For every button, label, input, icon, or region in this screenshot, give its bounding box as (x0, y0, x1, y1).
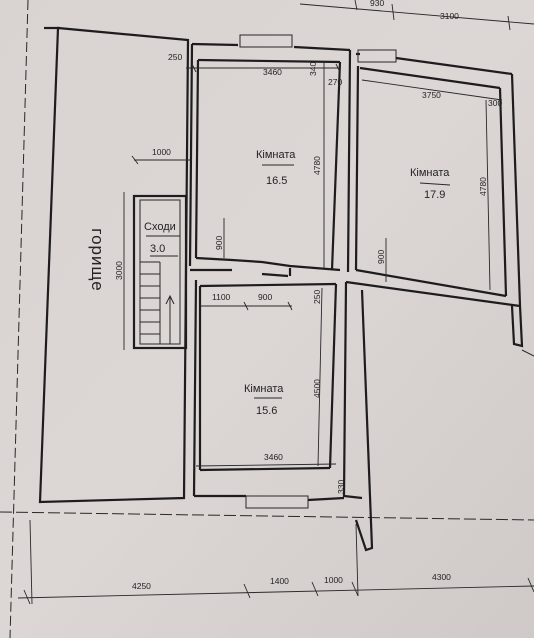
top-dimension-line: 930 3100 (299, 0, 534, 31)
right-area-edge (521, 349, 534, 357)
stair-steps (140, 261, 161, 344)
dim-1100: 1100 (212, 292, 231, 302)
dim-bottom-4300: 4300 (432, 572, 451, 582)
dim-4500: 4500 (312, 379, 322, 398)
axis-line-left (9, 0, 29, 638)
stairs-area: 3.0 (150, 243, 165, 255)
dim-4780-left: 4780 (312, 156, 322, 175)
dim-300: 300 (488, 98, 502, 108)
dim-900-mid: 900 (258, 292, 272, 302)
dim-270: 270 (328, 77, 342, 87)
window-top-left (239, 34, 293, 48)
room-top-left-area: 16.5 (266, 175, 287, 187)
dim-bottom-4250: 4250 (132, 581, 151, 591)
stairs-block (132, 194, 188, 350)
room-top-right-area: 17.9 (424, 189, 445, 201)
room-top-right-label: Кімната 17.9 (410, 167, 450, 201)
dim-3460-top: 3460 (263, 67, 282, 77)
dim-bottom-1000: 1000 (324, 575, 343, 585)
room-bottom-name: Кімната (244, 383, 284, 395)
dim-340: 340 (308, 62, 318, 76)
dim-250: 250 (168, 52, 182, 62)
stairs-name: Сходи (144, 221, 176, 233)
middle-walls (190, 256, 341, 278)
room-top-right-walls (345, 49, 522, 308)
window-top-right (357, 49, 397, 63)
room-top-left-walls (188, 34, 352, 273)
room-bottom-area: 15.6 (256, 405, 277, 417)
dim-top-930: 930 (370, 0, 384, 8)
dim-3000: 3000 (114, 261, 124, 280)
room-top-right-dims: 3750 300 4780 900 (361, 79, 502, 291)
stair-arrow (165, 294, 175, 344)
dim-4780-right: 4780 (478, 177, 488, 196)
room-top-left-name: Кімната (256, 149, 296, 161)
attic-walls (38, 26, 190, 504)
door-frame-right (510, 305, 524, 348)
dim-bottom-1400: 1400 (270, 576, 289, 586)
room-bottom-label: Кімната 15.6 (244, 383, 284, 417)
room-top-left-label: Кімната 16.5 (256, 149, 296, 187)
dim-330: 330 (336, 480, 346, 494)
attic-dims: 1000 3000 900 (114, 147, 225, 350)
attic-label: горище (88, 228, 107, 291)
room-top-right-name: Кімната (410, 167, 450, 179)
dim-900-right: 900 (376, 250, 386, 264)
dim-1000-left: 1000 (152, 147, 171, 157)
room-bottom-dims: 1100 900 250 4500 3460 330 (195, 287, 346, 494)
dim-3750: 3750 (422, 90, 441, 100)
axis-line-bottom (0, 511, 534, 521)
room-top-left-dims: 250 3460 340 270 4780 (168, 52, 342, 268)
dim-top-3100: 3100 (440, 11, 459, 21)
window-bottom (245, 495, 309, 509)
dim-900-stairs: 900 (214, 236, 224, 250)
dim-3460-bottom: 3460 (264, 452, 283, 462)
dim-250-mid: 250 (312, 290, 322, 304)
bottom-dimension-chain: 4250 1400 1000 4300 (17, 519, 534, 605)
room-bottom-walls (192, 279, 374, 552)
stairs-label: Сходи 3.0 (144, 221, 180, 255)
